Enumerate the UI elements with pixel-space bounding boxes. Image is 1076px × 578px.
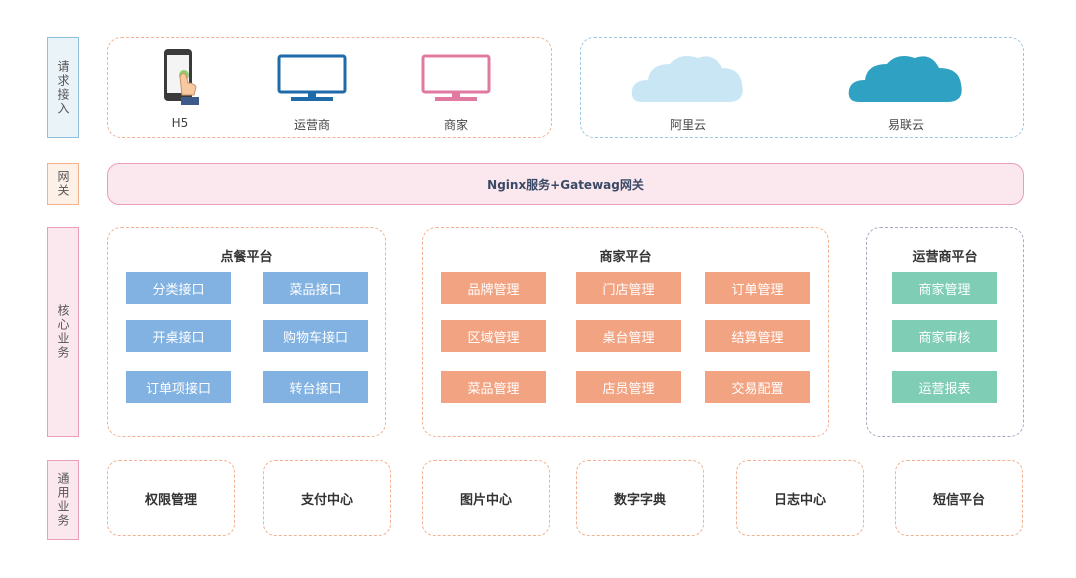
cloud-light-icon <box>628 50 748 106</box>
ordering-platform-title: 点餐平台 <box>220 250 273 265</box>
ordering-item-2[interactable]: 菜品接口 <box>263 272 368 304</box>
merchant-platform-title: 商家平台 <box>599 250 652 265</box>
operator-item-2[interactable]: 商家审核 <box>892 320 997 352</box>
merchant-item-2[interactable]: 门店管理 <box>576 272 681 304</box>
mobile-touch-icon <box>160 47 208 107</box>
merchant-item-1[interactable]: 品牌管理 <box>441 272 546 304</box>
ordering-item-4[interactable]: 购物车接口 <box>263 320 368 352</box>
operator-platform-panel <box>866 227 1024 437</box>
operator-platform-title: 运营商平台 <box>912 250 978 265</box>
cloud-dark-icon <box>845 50 967 106</box>
cloud-label-yilianyun: 易联云 <box>887 118 924 132</box>
ordering-item-5[interactable]: 订单项接口 <box>126 371 231 403</box>
monitor-pink-icon <box>421 54 491 102</box>
access-label-operator: 运营商 <box>293 118 330 132</box>
category-core: 核心业务 <box>47 227 79 437</box>
merchant-platform-panel <box>422 227 829 437</box>
access-label-merchant: 商家 <box>443 118 468 132</box>
cloud-label-aliyun: 阿里云 <box>669 118 706 132</box>
merchant-item-3[interactable]: 订单管理 <box>705 272 810 304</box>
category-gateway: 网关 <box>47 163 79 205</box>
merchant-item-5[interactable]: 桌台管理 <box>576 320 681 352</box>
merchant-item-9[interactable]: 交易配置 <box>705 371 810 403</box>
access-label-h5: H5 <box>171 116 189 130</box>
ordering-item-1[interactable]: 分类接口 <box>126 272 231 304</box>
ordering-item-6[interactable]: 转台接口 <box>263 371 368 403</box>
merchant-item-6[interactable]: 结算管理 <box>705 320 810 352</box>
access-clouds-panel <box>580 37 1024 138</box>
ordering-item-3[interactable]: 开桌接口 <box>126 320 231 352</box>
merchant-item-8[interactable]: 店员管理 <box>576 371 681 403</box>
category-request: 请求接入 <box>47 37 79 138</box>
ordering-platform-panel <box>107 227 386 437</box>
common-item-1[interactable]: 权限管理 <box>107 460 235 536</box>
merchant-item-4[interactable]: 区域管理 <box>441 320 546 352</box>
common-item-3[interactable]: 图片中心 <box>422 460 550 536</box>
gateway-bar: Nginx服务+Gatewag网关 <box>107 163 1024 205</box>
category-common: 通用业务 <box>47 460 79 540</box>
access-devices-panel <box>107 37 552 138</box>
common-item-5[interactable]: 日志中心 <box>736 460 864 536</box>
common-item-4[interactable]: 数字字典 <box>576 460 704 536</box>
operator-item-1[interactable]: 商家管理 <box>892 272 997 304</box>
monitor-blue-icon <box>277 54 347 102</box>
common-item-2[interactable]: 支付中心 <box>263 460 391 536</box>
operator-item-3[interactable]: 运营报表 <box>892 371 997 403</box>
common-item-6[interactable]: 短信平台 <box>895 460 1023 536</box>
merchant-item-7[interactable]: 菜品管理 <box>441 371 546 403</box>
